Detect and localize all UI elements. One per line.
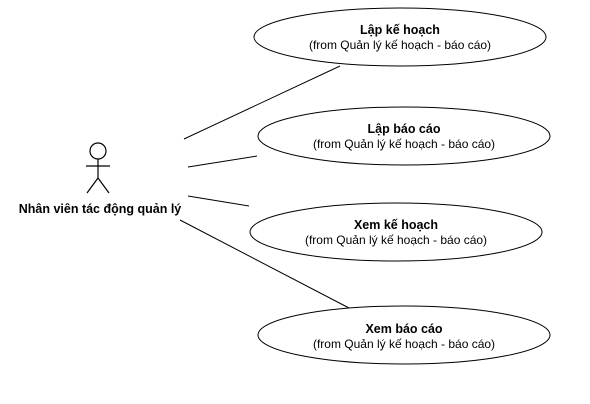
use-case-subtitle: (from Quản lý kế hoạch - báo cáo) [309,38,491,52]
actor[interactable]: Nhân viên tác động quản lý [19,142,182,216]
use-case-subtitle: (from Quản lý kế hoạch - báo cáo) [305,233,487,247]
use-case-title: Xem báo cáo [365,322,442,336]
actor-label: Nhân viên tác động quản lý [19,202,182,216]
use-case-title: Lập kế hoạch [360,23,440,37]
use-case-lap-bao-cao[interactable]: Lập báo cáo (from Quản lý kế hoạch - báo… [257,106,551,166]
use-case-subtitle: (from Quản lý kế hoạch - báo cáo) [313,137,495,151]
association-line-lap-ke-hoach [183,65,341,140]
association-line-xem-ke-hoach [187,195,250,207]
use-case-title: Lập báo cáo [368,122,441,136]
use-case-xem-ke-hoach[interactable]: Xem kế hoạch (from Quản lý kế hoạch - bá… [249,202,543,262]
association-line-lap-bao-cao [187,155,258,168]
use-case-xem-bao-cao[interactable]: Xem báo cáo (from Quản lý kế hoạch - báo… [257,305,551,365]
stick-figure-actor-icon [86,142,110,194]
association-line-xem-bao-cao [179,219,350,309]
use-case-subtitle: (from Quản lý kế hoạch - báo cáo) [313,337,495,351]
use-case-title: Xem kế hoạch [354,218,438,232]
use-case-lap-ke-hoach[interactable]: Lập kế hoạch (from Quản lý kế hoạch - bá… [253,7,547,67]
